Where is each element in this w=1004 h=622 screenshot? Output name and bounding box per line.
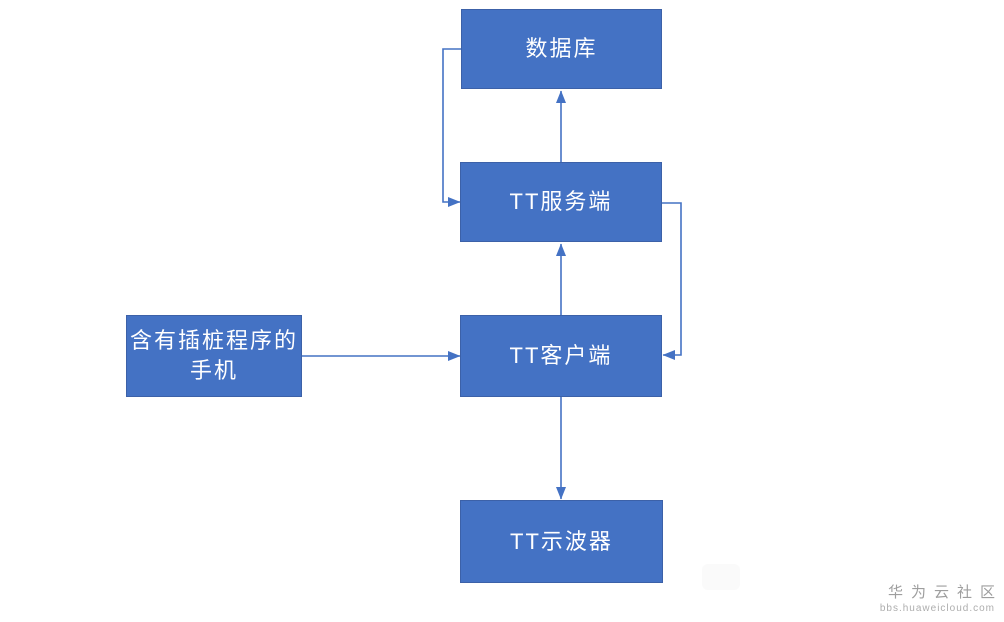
watermark: 华为云社区 bbs.huaweicloud.com [880, 584, 995, 615]
edge-database-to-server [442, 48, 461, 207]
watermark-url: bbs.huaweicloud.com [879, 603, 995, 614]
node-phone-label-line2: 手机 [189, 358, 238, 383]
node-oscilloscope-label: TT示波器 [510, 528, 613, 554]
node-phone-label-line1: 含有插桩程序的 [129, 328, 298, 354]
node-client: TT客户端 [460, 315, 662, 397]
node-server: TT服务端 [460, 162, 662, 242]
node-database-label: 数据库 [525, 36, 598, 62]
node-oscilloscope: TT示波器 [460, 500, 663, 583]
edge-server-to-client [662, 202, 682, 360]
node-client-label: TT客户端 [509, 343, 613, 369]
node-server-label: TT服务端 [509, 189, 613, 215]
watermark-title: 华为云社区 [887, 584, 1003, 601]
node-phone: 含有插桩程序的 手机 [126, 315, 302, 397]
node-database: 数据库 [461, 9, 662, 89]
watermark-smudge [702, 564, 740, 590]
